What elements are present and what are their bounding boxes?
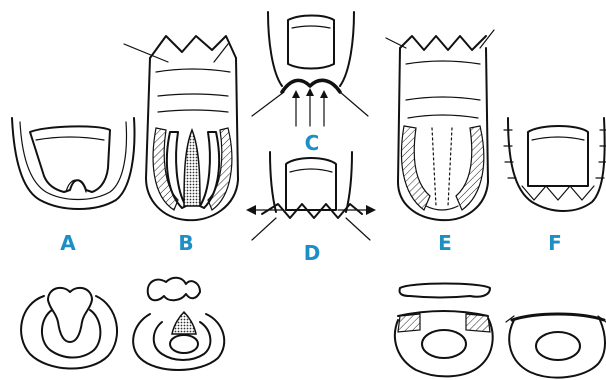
section-e-top-piece bbox=[399, 284, 490, 298]
section-b-top-piece bbox=[148, 278, 200, 301]
label-c: C bbox=[305, 131, 320, 155]
label-a: A bbox=[60, 231, 76, 255]
figure-c-glans bbox=[288, 16, 334, 69]
figure-d-shaft-left bbox=[270, 152, 276, 212]
figure-d-glans bbox=[286, 158, 336, 210]
section-b-core bbox=[172, 312, 196, 334]
section-a bbox=[21, 288, 117, 369]
label-f: F bbox=[548, 231, 562, 255]
section-e bbox=[395, 284, 493, 377]
figure-f bbox=[504, 118, 606, 211]
figure-c-arrows bbox=[292, 88, 328, 126]
figure-c-shaft-left bbox=[268, 12, 282, 86]
section-f-top-line bbox=[512, 314, 604, 320]
figure-e-right-flap bbox=[456, 126, 484, 210]
figure-e bbox=[386, 30, 494, 220]
figure-b-top-edge bbox=[150, 36, 236, 58]
label-d: D bbox=[304, 241, 321, 265]
figure-a bbox=[12, 118, 134, 209]
section-a-plug bbox=[48, 288, 92, 342]
section-a-ring-inner bbox=[42, 310, 100, 358]
section-f bbox=[506, 314, 606, 378]
section-e-left-flap bbox=[398, 314, 420, 332]
label-b: B bbox=[178, 231, 193, 255]
figure-b bbox=[124, 36, 238, 220]
figure-f-glans bbox=[528, 126, 588, 186]
figure-c-shaft-right bbox=[340, 12, 354, 86]
figure-d-shaft-right bbox=[346, 152, 352, 212]
figure-b-glans-core bbox=[184, 130, 200, 206]
section-b bbox=[133, 278, 224, 370]
figure-e-left-flap bbox=[401, 126, 430, 210]
figure-f-outer bbox=[508, 118, 605, 211]
figure-f-zigzag bbox=[522, 186, 594, 200]
section-f-ring bbox=[509, 320, 605, 378]
figure-e-top-zigzag bbox=[400, 36, 486, 50]
section-e-right-flap bbox=[466, 314, 490, 332]
figure-d bbox=[246, 152, 376, 240]
figure-c bbox=[252, 12, 368, 126]
label-e: E bbox=[438, 231, 452, 255]
